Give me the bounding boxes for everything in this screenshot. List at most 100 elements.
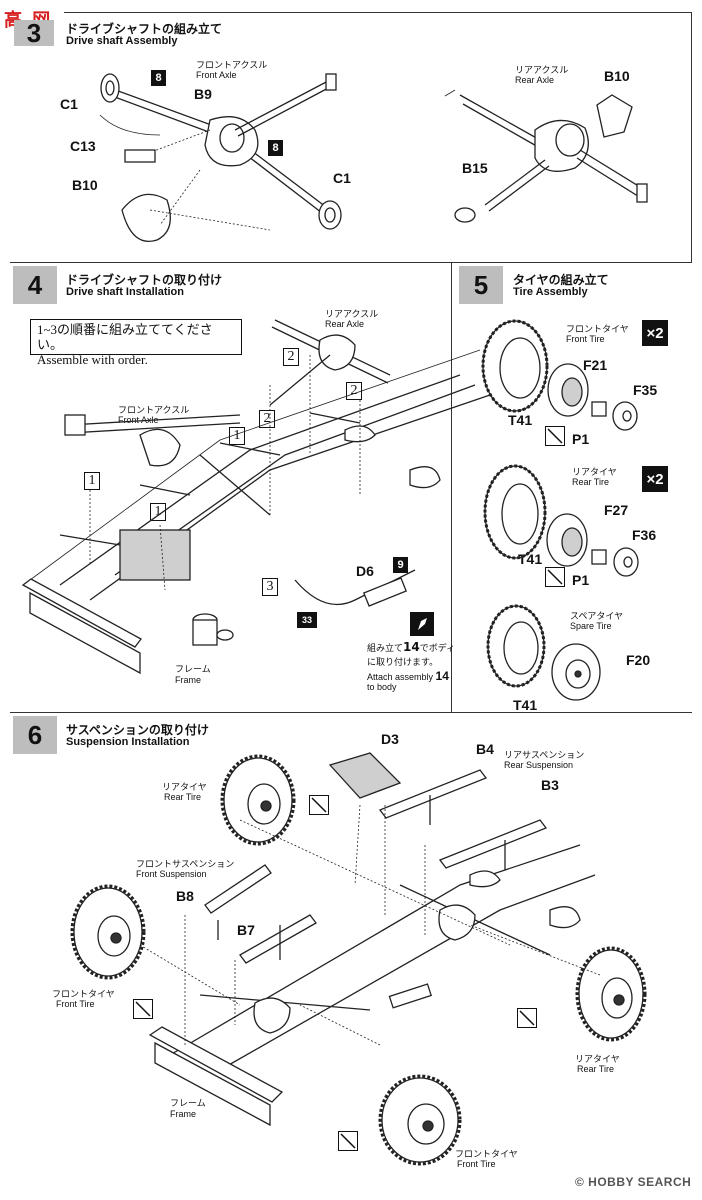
step4-frame-en: Frame: [175, 675, 202, 685]
box-number-33: 33: [297, 612, 317, 628]
step6-front-tire-en-bottom: Front Tire: [457, 1159, 496, 1169]
step6-front-susp-en: Front Suspension: [136, 869, 207, 879]
part-label-d6: D6: [356, 563, 374, 579]
front-axle-drawing: [99, 73, 342, 242]
attach-jp-num: 14: [403, 640, 420, 654]
suspension-chassis-drawing: [139, 752, 601, 1127]
no-glue-icon-rear-right: [517, 1008, 537, 1028]
part-label-b10: B10: [72, 177, 98, 193]
part-label-t41-spare: T41: [513, 697, 538, 713]
step6-title-en: Suspension Installation: [66, 736, 190, 748]
box-number-8-top: 8: [151, 70, 166, 86]
step4-title-en: Drive shaft Installation: [66, 286, 184, 298]
step6-front-tire-en-left: Front Tire: [56, 999, 95, 1009]
step5-spare-tire-en: Spare Tire: [570, 621, 612, 631]
step6-top-rule: [10, 712, 692, 713]
part-label-f27: F27: [604, 502, 629, 518]
part-label-b4: B4: [476, 741, 494, 757]
part-label-b15: B15: [462, 160, 488, 176]
step6-rear-susp-jp: リアサスペンション: [504, 751, 585, 761]
note-jp: 1~3の順番に組み立ててください。: [37, 322, 213, 352]
attach-en-num: 14: [435, 669, 449, 683]
step4-front-axle-en: Front Axle: [118, 415, 159, 425]
step6-rear-tire-en-left: Rear Tire: [164, 792, 202, 802]
rear-tire-left-drawing: [220, 754, 296, 846]
note-en: Assemble with order.: [37, 352, 148, 367]
step5-front-tire-jp: フロントタイヤ: [566, 325, 629, 335]
part-label-b3: B3: [541, 777, 559, 793]
step5-title-jp: タイヤの組み立て: [513, 273, 609, 287]
step5-rear-tire-jp: リアタイヤ: [572, 468, 617, 478]
part-label-b9: B9: [194, 86, 212, 102]
seq-1-mid: 1: [229, 427, 245, 445]
seq-2-left: 2: [259, 410, 275, 428]
spare-tire-drawing: [486, 604, 601, 701]
step6-rear-tire-en-right: Rear Tire: [577, 1064, 615, 1074]
step3-front-axle-jp: フロントアクスル: [196, 61, 268, 71]
top-frame-line: [64, 12, 692, 13]
hobby-search-watermark: © HOBBY SEARCH: [575, 1175, 692, 1189]
front-tire-bottom-drawing: [378, 1074, 462, 1166]
step4-title-jp: ドライブシャフトの取り付け: [66, 273, 223, 287]
step3-rear-axle-jp: リアアクスル: [515, 66, 569, 76]
step4-rear-axle-jp: リアアクスル: [325, 310, 379, 320]
rear-tire-multiplier: ×2: [642, 466, 668, 492]
step4-front-axle-jp: フロントアクスル: [118, 406, 190, 416]
step6-front-susp-jp: フロントサスペンション: [136, 860, 235, 870]
no-glue-icon-rear-left: [309, 795, 329, 815]
part-label-b10-rear: B10: [604, 68, 630, 84]
step6-frame-jp: フレーム: [170, 1099, 206, 1109]
no-glue-icon-front-left: [133, 999, 153, 1019]
no-glue-icon-front: [545, 426, 565, 446]
box-number-9: 9: [393, 557, 408, 573]
step5-rear-tire-en: Rear Tire: [572, 477, 610, 487]
step6-front-tire-jp-left: フロントタイヤ: [52, 990, 115, 1000]
step6-frame-en: Frame: [170, 1109, 197, 1119]
attach-instruction-en: Attach assembly 14: [367, 669, 449, 683]
step4-rear-axle-en: Rear Axle: [325, 319, 365, 329]
rear-axle-drawing: [444, 89, 648, 223]
attach-instruction-jp-line2: に取り付けます。: [367, 658, 439, 668]
step5-left-rule: [451, 262, 452, 712]
step6-title-jp: サスペンションの取り付け: [66, 723, 209, 737]
part-label-b7: B7: [237, 922, 255, 938]
step3-rear-axle-en: Rear Axle: [515, 75, 555, 85]
step3-title-jp: ドライブシャフトの組み立て: [66, 22, 223, 36]
attach-instruction-en-line2: to body: [367, 682, 397, 692]
step4-number: 4: [13, 266, 57, 304]
part-label-c1: C1: [60, 96, 78, 112]
step3-bottom-rule: [10, 262, 692, 263]
step4-frame-jp: フレーム: [175, 665, 211, 675]
part-label-f20: F20: [626, 652, 651, 668]
rear-tire-drawing: [483, 464, 639, 577]
chassis-frame-drawing: [21, 319, 491, 675]
seq-3: 3: [262, 578, 278, 596]
part-label-f21: F21: [583, 357, 608, 373]
attach-jp-pre: 組み立て: [367, 644, 404, 654]
no-glue-icon-rear: [545, 567, 565, 587]
box-number-8-mid: 8: [268, 140, 283, 156]
part-label-t41-front: T41: [508, 412, 533, 428]
seq-1-center: 1: [150, 503, 166, 521]
seq-1-left: 1: [84, 472, 100, 490]
seq-2-right: 2: [346, 382, 362, 400]
front-tire-drawing: [481, 319, 638, 431]
part-label-f36: F36: [632, 527, 657, 543]
part-label-c13: C13: [70, 138, 96, 154]
part-label-p1-front: P1: [572, 431, 590, 447]
front-tire-multiplier: ×2: [642, 320, 668, 346]
part-label-p1-rear: P1: [572, 572, 590, 588]
front-tire-left-drawing: [70, 884, 146, 980]
part-label-c1-right: C1: [333, 170, 351, 186]
attach-instruction-jp: 組み立て14でボディ: [367, 640, 455, 654]
part-label-d3: D3: [381, 731, 399, 747]
seq-2-top: 2: [283, 348, 299, 366]
rear-tire-right-drawing: [575, 946, 647, 1042]
attach-jp-post: でボディ: [419, 644, 456, 654]
assembly-order-note: 1~3の順番に組み立ててください。 Assemble with order.: [30, 319, 242, 367]
step6-number: 6: [13, 716, 57, 754]
step5-number: 5: [459, 266, 503, 304]
step5-title-en: Tire Assembly: [513, 286, 588, 298]
step3-front-axle-en: Front Axle: [196, 70, 237, 80]
step3-title-en: Drive shaft Assembly: [66, 35, 178, 47]
